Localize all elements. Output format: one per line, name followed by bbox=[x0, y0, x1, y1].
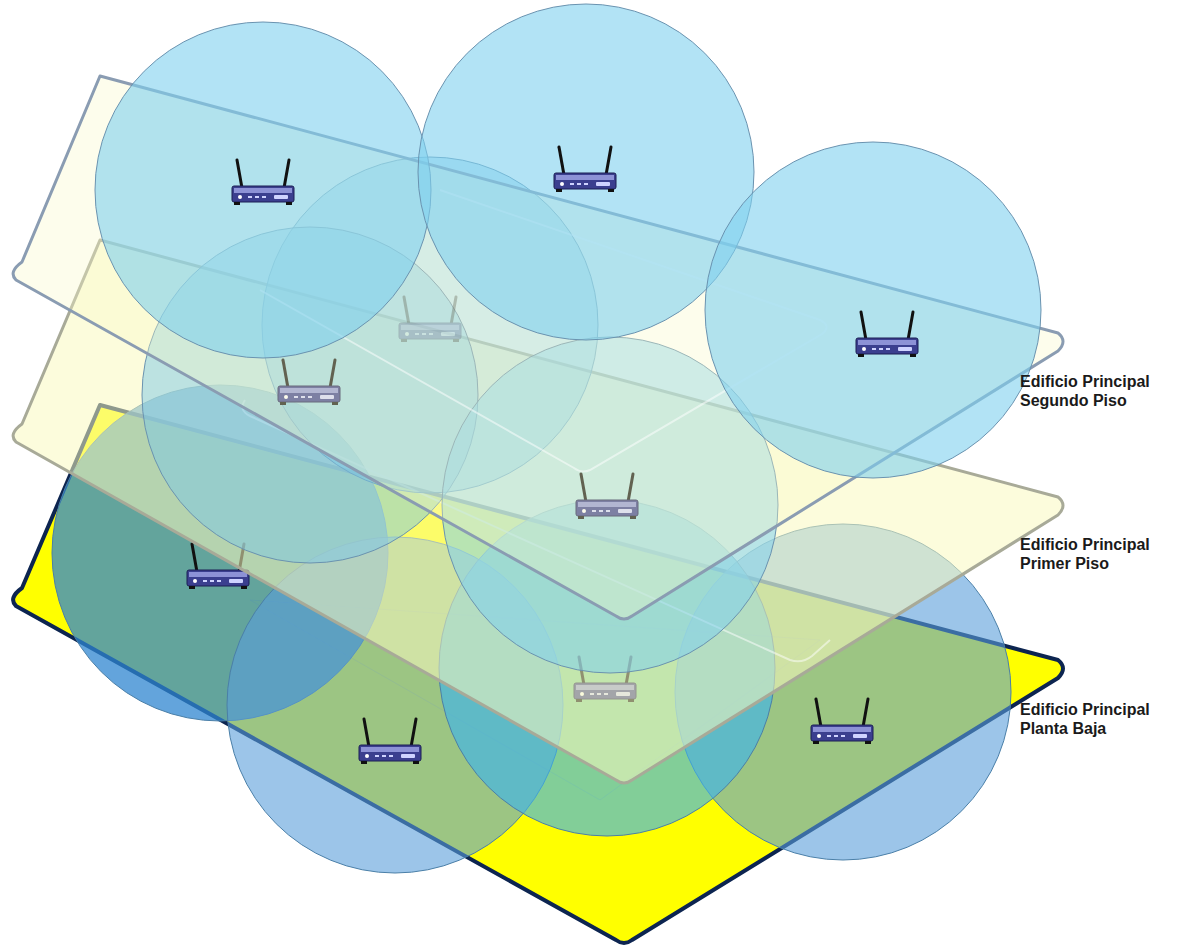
floor-label: Edificio Principal Segundo Piso bbox=[1020, 372, 1178, 410]
router bbox=[554, 147, 616, 192]
router bbox=[811, 699, 873, 744]
second-floor-coverage bbox=[95, 4, 1041, 478]
router bbox=[359, 719, 421, 764]
floor-label: Edificio Principal Primer Piso bbox=[1020, 535, 1178, 573]
router bbox=[856, 312, 918, 357]
router bbox=[232, 160, 294, 205]
floor-label: Edificio Principal Planta Baja bbox=[1020, 700, 1178, 738]
